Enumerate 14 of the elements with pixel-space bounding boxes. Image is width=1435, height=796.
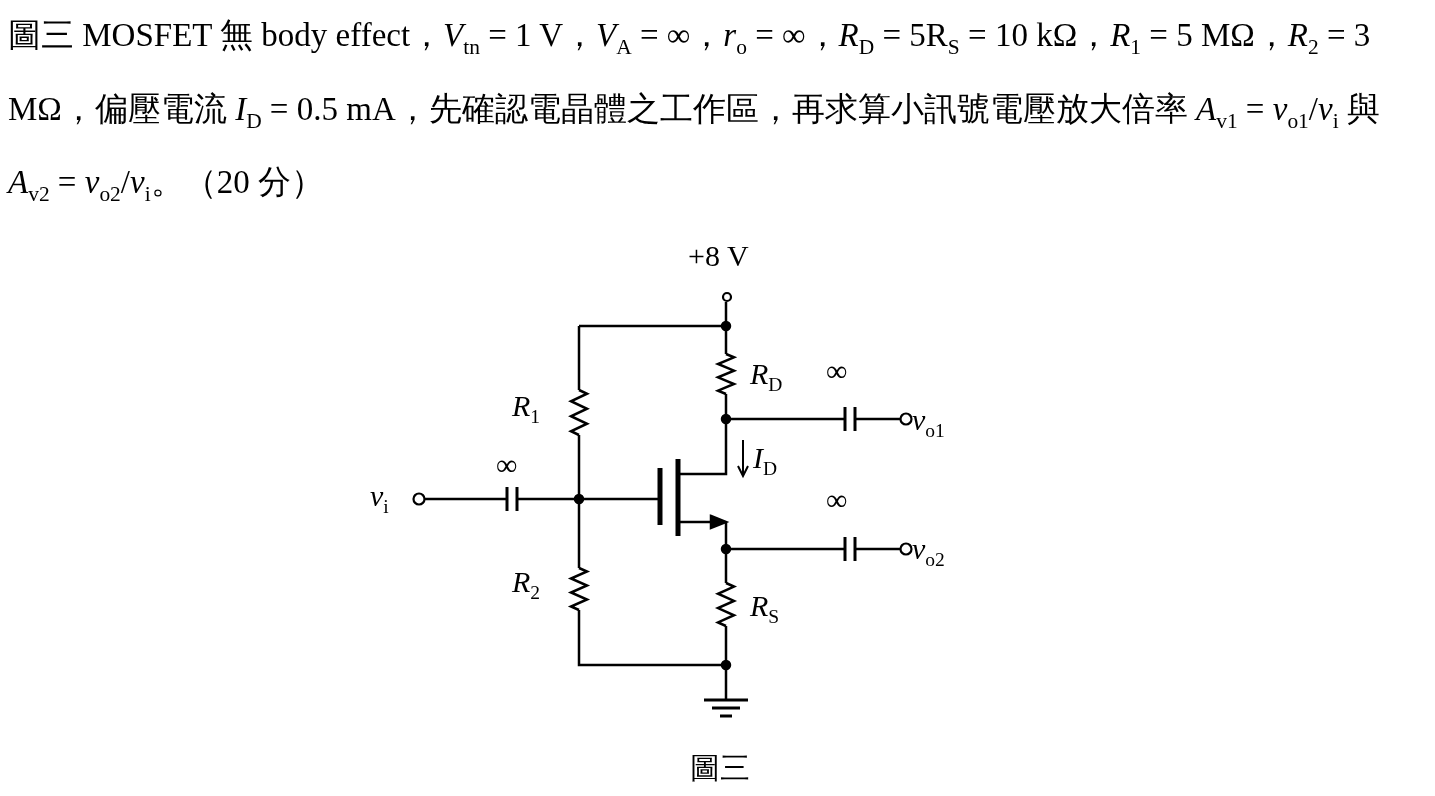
component-label: v$_{i}$ (370, 480, 389, 519)
component-label: ∞ (826, 355, 848, 387)
component-label: I$_{D}$ (753, 442, 778, 481)
component-label: R$_{D}$ (750, 358, 783, 397)
component-label: +8 V (688, 240, 749, 272)
component-label: v$_{o2}$ (912, 533, 945, 572)
component-label: v$_{o1}$ (912, 404, 945, 443)
component-label: ∞ (496, 449, 518, 481)
problem-text: 圖三 MOSFET 無 body effect，V$_{tn}$ = 1 V，V$_{A}$ = ∞，r$_{o}$ = ∞，R$_{D}$ = 5R$_{S}$ = 10 kΩ，R$_{1}$ = 5 MΩ，R$_{2}$ = 3 MΩ，偏壓電流 I$_{D}$ = 0.5 mA，先確認電晶體之工作區，再求算小訊號電壓放大倍率 A$_{v1}$ = v$_{o1}$/v$_{i}$ 與 A$_{v2}$ = v$_{o2}$/v$_{i}$。（20 分） (8, 16, 1381, 208)
component-label: R$_{2}$ (512, 566, 541, 605)
component-label: R$_{1}$ (512, 390, 541, 429)
figure-caption: 圖三 (690, 750, 750, 786)
component-label: ∞ (826, 484, 848, 516)
component-label: R$_{S}$ (750, 590, 780, 629)
